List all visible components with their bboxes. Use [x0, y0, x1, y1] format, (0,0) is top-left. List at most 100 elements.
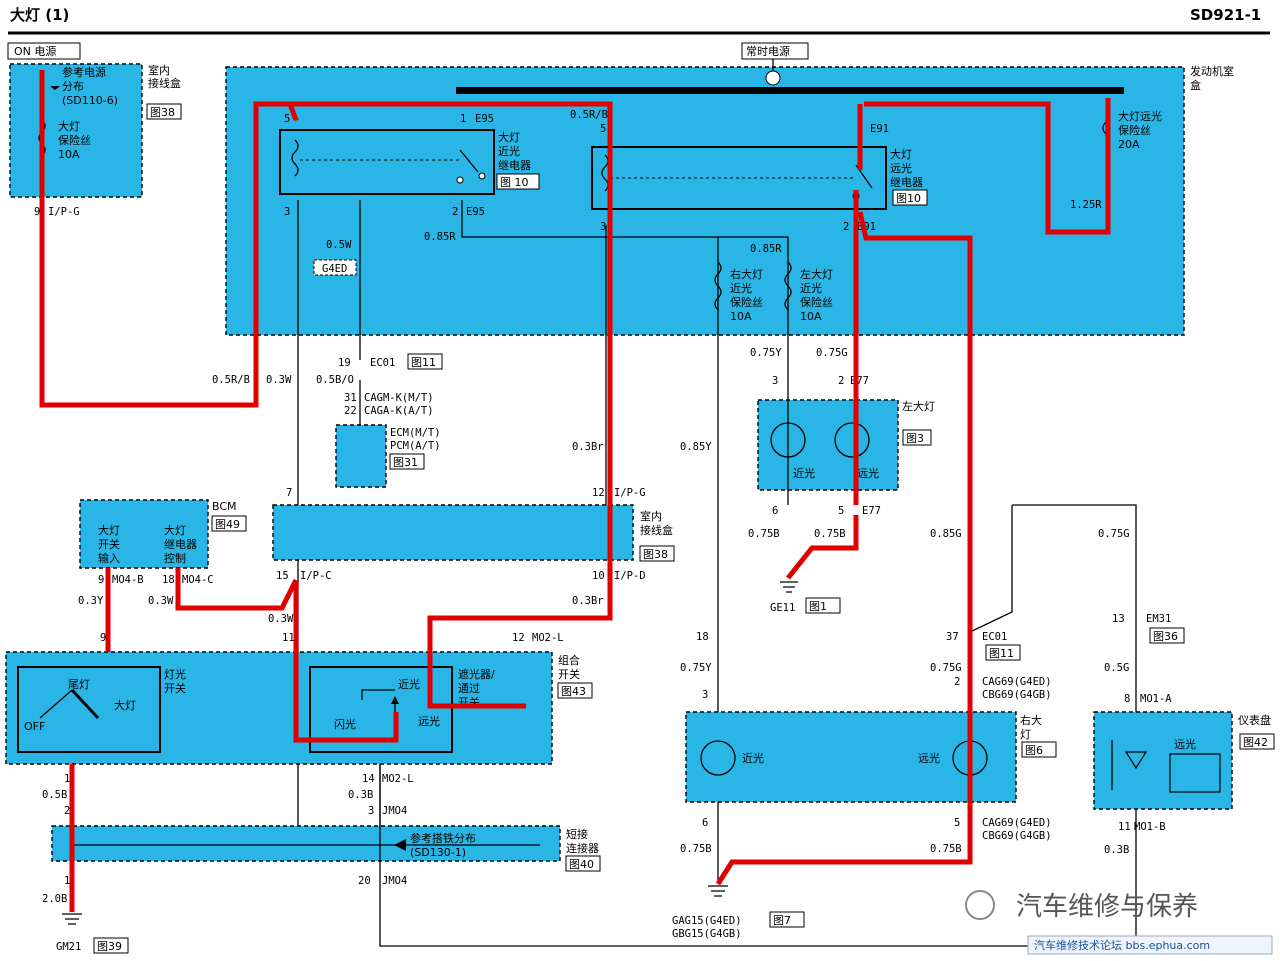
conn-c7b: E91: [870, 123, 889, 135]
conn-c26: 12: [512, 632, 525, 644]
light-sw-1: 灯光: [164, 667, 186, 681]
tail-label: 尾灯: [68, 678, 90, 691]
ground-gag15-icon: [708, 885, 728, 897]
l-fuse-4: 10A: [800, 310, 822, 323]
conn-c34: 14: [362, 773, 375, 785]
wire-w10: 0.75Y: [750, 347, 782, 359]
wire-w18: 0.3W: [148, 595, 174, 607]
wire-w16: 0.75G: [1098, 528, 1130, 540]
conn-c13: 22: [344, 405, 357, 417]
junction-label-2: 接线盒: [640, 523, 673, 537]
conn-c26b: MO2-L: [532, 632, 564, 644]
r-fuse-3: 保险丝: [730, 295, 763, 309]
conn-c39b: MO1-B: [1134, 821, 1166, 833]
ref-power-3: (SD110-6): [62, 94, 118, 107]
bcm-box: [79, 499, 209, 569]
high-beam-indicator-icon: [1169, 753, 1221, 793]
wire-w29: 2.0B: [42, 893, 67, 905]
conn-c12b: CAGM-K(M/T): [364, 392, 434, 404]
ref-r1: 图1: [809, 600, 827, 613]
watermark: 汽车维修与保养: [1016, 892, 1198, 922]
conn-c34b: MO2-L: [382, 773, 414, 785]
ref-r10b: 图10: [896, 192, 921, 205]
conn-c38b: CAG69(G4ED): [982, 817, 1052, 829]
conn-c24: 9: [100, 632, 106, 644]
high-beam-relay: [591, 146, 887, 210]
wire-w6: 0.5R/B: [212, 374, 250, 386]
conn-c6: 5: [600, 123, 606, 135]
bcm-in-2: 开关: [98, 537, 120, 551]
ref-r31: 图31: [393, 456, 418, 469]
conn-c22b: MO4-B: [112, 574, 144, 586]
dimmer-high-label: 远光: [418, 714, 440, 728]
ref-r38b: 图38: [643, 548, 668, 561]
conn-c11b: EC01: [370, 357, 395, 369]
light-switch: [17, 666, 161, 753]
hi-fuse-2: 保险丝: [1118, 123, 1151, 137]
conn-c25: 11: [282, 632, 295, 644]
bcm-in-3: 输入: [98, 551, 120, 565]
ecm-1: ECM(M/T): [390, 427, 441, 439]
conn-c22: 9: [98, 574, 104, 586]
wire-w27: 0.75B: [930, 843, 962, 855]
conn-c13b: CAGA-K(A/T): [364, 405, 434, 417]
left-high-bulb: [834, 422, 870, 458]
bcm-in-1: 大灯: [98, 523, 120, 537]
wire-w28: 0.3B: [1104, 844, 1129, 856]
left-low-bulb: [770, 422, 806, 458]
conn-c33: 1: [64, 773, 70, 785]
hl-fuse-2: 保险丝: [58, 133, 91, 147]
dimmer-2: 通过: [458, 682, 480, 695]
wire-w20: 0.3Br: [572, 595, 604, 607]
ref-r11b: 图11: [989, 647, 1014, 660]
conn-c29b: EM31: [1146, 613, 1171, 625]
r-fuse-1: 右大灯: [730, 267, 763, 281]
ground-gbg15: GBG15(G4GB): [672, 928, 742, 940]
conn-c32: 8: [1124, 693, 1130, 705]
conn-c31b: CAG69(G4ED): [982, 676, 1052, 688]
wire-w13: 0.75B: [748, 528, 780, 540]
ref-r11a: 图11: [411, 356, 436, 369]
indoor-junction-box: [272, 504, 634, 561]
conn-c32b: MO1-A: [1140, 693, 1172, 705]
low-beam-relay: [279, 129, 495, 195]
ecm-box: [335, 424, 387, 488]
cluster-label: 仪表盘: [1238, 713, 1271, 727]
diagram-title: 大灯 (1): [10, 6, 69, 24]
ref-ground-1: 参考搭铁分布: [410, 831, 476, 845]
current-path-low-beam: [39, 70, 613, 709]
wire-w19: 0.3W: [268, 613, 294, 625]
wechat-icon: [965, 890, 995, 920]
wire-w12: 0.85Y: [680, 441, 712, 453]
conn-c27: 18: [696, 631, 709, 643]
conn-c19: 12: [592, 487, 605, 499]
conn-c36b: JMO4: [382, 805, 407, 817]
off-label: OFF: [24, 720, 45, 733]
conn-c5: 2: [452, 206, 458, 218]
conn-c16: 6: [772, 505, 778, 517]
right-lamp-1: 右大: [1020, 713, 1042, 727]
wire-w25: 0.3B: [348, 789, 373, 801]
fuse-symbol: [38, 119, 46, 157]
conn-c15b: E77: [850, 375, 869, 387]
conn-c9: 2: [843, 221, 849, 233]
conn-c40: 1: [64, 875, 70, 887]
short-conn-1: 短接: [566, 827, 588, 841]
right-high-label: 远光: [918, 751, 940, 765]
wire-w21: 0.75Y: [680, 662, 712, 674]
conn-c4: 3: [284, 206, 290, 218]
conn-c21b: I/P-D: [614, 570, 646, 582]
right-low-label: 近光: [742, 751, 764, 765]
ground-gag15: GAG15(G4ED): [672, 915, 742, 927]
hi-relay-1: 大灯: [890, 147, 912, 161]
lo-relay-1: 大灯: [498, 130, 520, 144]
hi-fuse-1: 大灯远光: [1118, 109, 1162, 123]
r-fuse-2: 近光: [730, 281, 752, 295]
on-power-label: ON 电源: [14, 44, 56, 58]
const-power-label: 常时电源: [746, 44, 790, 58]
r-fuse-4: 10A: [730, 310, 752, 323]
ref-r49: 图49: [215, 518, 240, 531]
conn-c28: 37: [946, 631, 959, 643]
hl-fuse-1: 大灯: [58, 119, 80, 133]
conn-c38: 5: [954, 817, 960, 829]
